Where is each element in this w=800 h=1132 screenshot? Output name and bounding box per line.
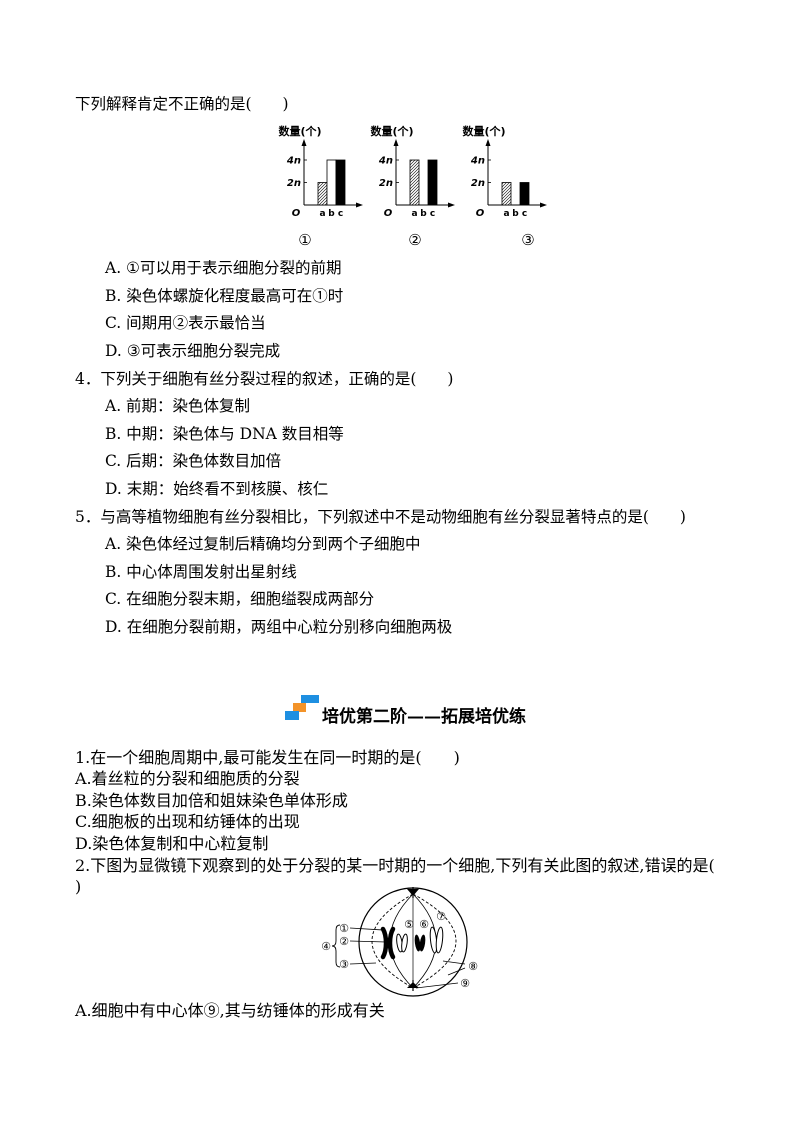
question-4-option-d: D. 末期：始终看不到核膜、核仁	[105, 480, 329, 498]
question-4-option-b: B. 中期：染色体与 DNA 数目相等	[105, 425, 344, 443]
icon-block-blue-top	[301, 695, 319, 703]
diagram-label-8: ⑧	[468, 960, 478, 973]
y-tick-label: 4n	[378, 156, 393, 167]
y-tick-label: 4n	[470, 156, 485, 167]
centriole-bottom	[407, 980, 419, 991]
y-axis-label: 数量(个)	[278, 124, 321, 138]
brace-4	[331, 924, 341, 968]
question-5-option-c: C. 在细胞分裂末期，细胞缢裂成两部分	[105, 590, 375, 608]
x-axis-arrow	[356, 202, 363, 208]
chromatid	[414, 934, 421, 952]
diagram-label-1: ①	[339, 922, 349, 935]
category-label-a: a	[503, 209, 509, 219]
diagram-label-3: ③	[339, 958, 349, 971]
diagram-label-6: ⑥	[419, 918, 429, 931]
category-label-c: c	[338, 209, 343, 219]
y-axis-arrow	[301, 139, 307, 146]
chromosome-3	[414, 934, 426, 952]
category-label-c: c	[522, 209, 527, 219]
chromatid	[435, 926, 444, 954]
question-3-option-a: A. ①可以用于表示细胞分裂的前期	[105, 259, 342, 277]
section-2-question-1-option-d: D.染色体复制和中心粒复制	[75, 834, 269, 853]
y-axis-label: 数量(个)	[370, 124, 413, 138]
bar-a	[317, 182, 328, 206]
x-axis-arrow	[448, 202, 455, 208]
x-axis-arrow	[540, 202, 547, 208]
section-2-question-1-option-b: B.染色体数目加倍和姐妹染色单体形成	[75, 791, 348, 810]
question-5-option-b: B. 中心体周围发射出星射线	[105, 563, 297, 581]
y-axis-arrow	[485, 139, 491, 146]
section-2-question-1-stem: 1.在一个细胞周期中,最可能发生在同一时期的是( )	[75, 748, 460, 767]
cell-division-diagram: ① ② ③ ④ ⑤ ⑥ ⑦ ⑧ ⑨	[321, 887, 478, 997]
chromatid	[387, 926, 396, 960]
category-label-a: a	[319, 209, 325, 219]
question-4-stem: 4．下列关于细胞有丝分裂过程的叙述，正确的是( )	[75, 370, 454, 388]
section-2-question-2-stem-line-1: 2.下图为显微镜下观察到的处于分裂的某一时期的一个细胞,下列有关此图的叙述,错误…	[75, 856, 715, 875]
bar-c	[427, 159, 438, 206]
chart-caption: ②	[408, 231, 421, 249]
question-3-option-d: D. ③可表示细胞分裂完成	[105, 342, 281, 360]
diagram-label-9: ⑨	[460, 977, 470, 990]
y-tick-label: 4n	[286, 156, 301, 167]
category-label-c: c	[430, 209, 435, 219]
icon-block-orange	[293, 703, 306, 712]
y-tick-label: 2n	[471, 178, 485, 189]
section-2-question-1-option-a: A.着丝粒的分裂和细胞质的分裂	[75, 769, 300, 788]
diagram-label-5: ⑤	[404, 918, 414, 931]
section-2-question-2-option-a: A.细胞中有中心体⑨,其与纺锤体的形成有关	[75, 1001, 385, 1020]
bar-a	[409, 159, 420, 206]
leader-line-8a	[442, 960, 466, 965]
y-tick-label: 2n	[287, 178, 301, 189]
leader-line-3	[349, 962, 377, 965]
bar-a	[501, 182, 512, 206]
leader-line-2	[349, 940, 388, 943]
chart-caption: ①	[298, 231, 311, 249]
leader-line-9	[415, 982, 459, 989]
spindle-fiber-right-outer	[412, 893, 457, 989]
origin-label: O	[384, 208, 393, 219]
chromosome-2	[396, 933, 408, 953]
chromatid	[401, 933, 408, 953]
diagram-label-2: ②	[339, 935, 349, 948]
question-5-option-d: D. 在细胞分裂前期，两组中心粒分别移向细胞两极	[105, 618, 453, 636]
origin-label: O	[292, 208, 301, 219]
chromosome-1	[380, 926, 396, 960]
origin-label: O	[476, 208, 485, 219]
bar-c	[335, 159, 346, 206]
bar-b	[326, 159, 337, 206]
category-label-a: a	[411, 209, 417, 219]
chart-caption: ③	[521, 231, 534, 249]
question-3-option-c: C. 间期用②表示最恰当	[105, 314, 266, 332]
bar-c	[519, 182, 530, 206]
question-4-option-a: A. 前期：染色体复制	[105, 397, 251, 415]
chromatid	[380, 926, 389, 960]
section-2-question-2-stem-line-2: )	[75, 877, 82, 896]
question-4-option-c: C. 后期：染色体数目加倍	[105, 452, 282, 470]
diagram-label-7: ⑦	[436, 910, 446, 923]
spindle-fiber-left-outer	[371, 893, 414, 989]
y-axis-label: 数量(个)	[462, 124, 505, 138]
y-axis-arrow	[393, 139, 399, 146]
question-5-option-a: A. 染色体经过复制后精确均分到两个子细胞中	[105, 535, 421, 553]
section-title: 培优第二阶——拓展培优练	[322, 707, 526, 727]
chromatid	[419, 934, 426, 952]
category-label-b: b	[328, 209, 335, 219]
question-3-stem: 下列解释肯定不正确的是( )	[75, 95, 289, 113]
question-5-stem: 5．与高等植物细胞有丝分裂相比，下列叙述中不是动物细胞有丝分裂显著特点的是( )	[75, 508, 686, 526]
category-label-b: b	[420, 209, 427, 219]
question-3-option-b: B. 染色体螺旋化程度最高可在①时	[105, 287, 344, 305]
category-label-b: b	[512, 209, 519, 219]
diagram-label-4: ④	[321, 940, 331, 953]
section-2-question-1-option-c: C.细胞板的出现和纺锤体的出现	[75, 812, 300, 831]
leader-line-1	[349, 927, 384, 931]
y-tick-label: 2n	[379, 178, 393, 189]
centriole-top	[407, 887, 419, 898]
chromosome-4	[429, 926, 444, 954]
leader-line-8b	[447, 967, 466, 976]
icon-block-blue-bottom	[285, 711, 299, 720]
